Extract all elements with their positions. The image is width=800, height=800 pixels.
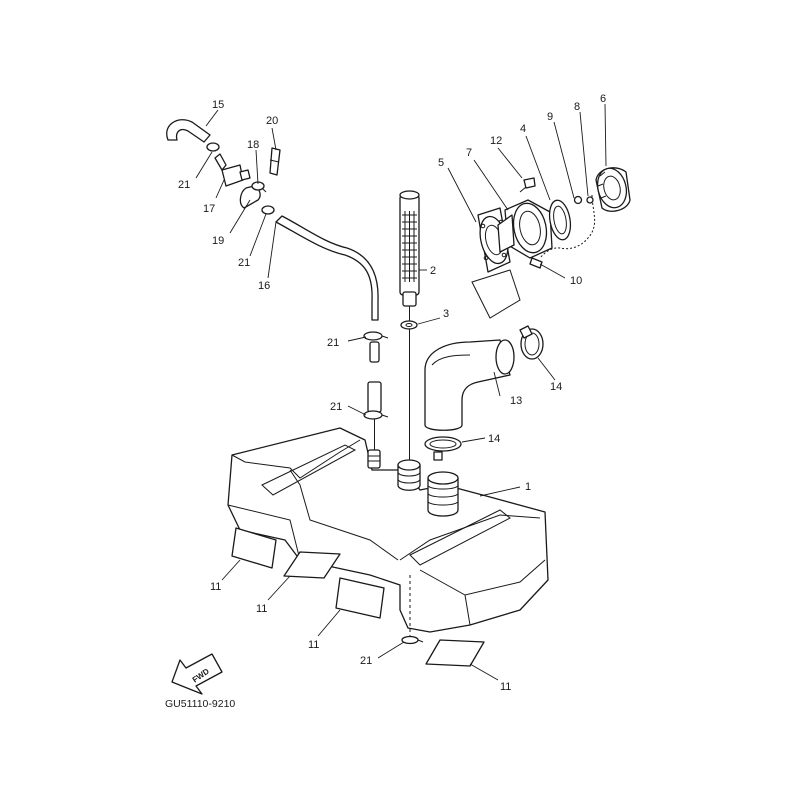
tank-grommet: [397, 459, 421, 491]
callout-5: 5: [438, 157, 444, 169]
hose-joint: [367, 341, 382, 450]
callout-16: 16: [258, 280, 270, 292]
callout-13: 13: [510, 395, 522, 407]
callout-11: 11: [210, 581, 221, 593]
hose-clamp: [401, 635, 424, 645]
tank-pad: [231, 527, 277, 569]
screw: [519, 177, 536, 193]
callout-10: 10: [570, 275, 582, 287]
filler-hose: [424, 339, 515, 431]
callout-21: 21: [360, 655, 372, 667]
vent-nipple: [269, 147, 281, 176]
hose-clamp-large: [424, 436, 462, 461]
forward-direction-arrow: FWD: [171, 653, 223, 695]
callout-21: 21: [327, 337, 339, 349]
hose-clamp: [261, 205, 275, 215]
fuel-hose: [275, 215, 379, 321]
fuel-strainer: [399, 190, 420, 460]
vent-hose: [166, 119, 211, 143]
callout-7: 7: [466, 147, 472, 159]
filler-neck-flange: [497, 199, 553, 259]
callout-numbers: 15 20 18 21 17 19 21 16 2 3 21 21 14 1 1…: [178, 93, 606, 693]
tank-pad: [335, 577, 385, 619]
hose-clamp: [363, 410, 389, 420]
hose-clamp: [206, 142, 220, 152]
callout-21: 21: [238, 257, 250, 269]
callout-4: 4: [520, 123, 526, 135]
check-valve: [214, 153, 251, 187]
callout-11: 11: [256, 603, 267, 615]
callout-3: 3: [443, 308, 449, 320]
callout-12: 12: [490, 135, 502, 147]
callout-21: 21: [330, 401, 342, 413]
o-ring: [548, 199, 572, 241]
callout-19: 19: [212, 235, 224, 247]
callout-11: 11: [500, 681, 511, 693]
tank-filler-neck: [427, 471, 459, 517]
hose-clamp: [363, 331, 389, 341]
callout-2: 2: [430, 265, 436, 277]
tank-pad: [283, 551, 341, 579]
tank-vent-nipple: [367, 449, 381, 469]
hose-clamp-large: [519, 325, 544, 360]
callout-21: 21: [178, 179, 190, 191]
figure-code: GU51110-9210: [165, 698, 235, 710]
callout-8: 8: [574, 101, 580, 113]
cap-screw: [573, 195, 583, 205]
callout-14: 14: [550, 381, 562, 393]
filler-cap: [595, 167, 631, 212]
callout-14: 14: [488, 433, 500, 445]
washer: [400, 320, 418, 330]
callout-18: 18: [247, 139, 259, 151]
strap-clip: [529, 257, 543, 269]
callout-17: 17: [203, 203, 215, 215]
callout-6: 6: [600, 93, 606, 105]
cap-strap-chain: [539, 194, 596, 259]
callout-11: 11: [308, 639, 319, 651]
callout-1: 1: [525, 481, 531, 493]
callout-20: 20: [266, 115, 278, 127]
tank-pad: [425, 639, 485, 667]
callout-9: 9: [547, 111, 553, 123]
fuel-tank: [227, 427, 549, 640]
leader-lines: [195, 103, 607, 681]
callout-15: 15: [212, 99, 224, 111]
